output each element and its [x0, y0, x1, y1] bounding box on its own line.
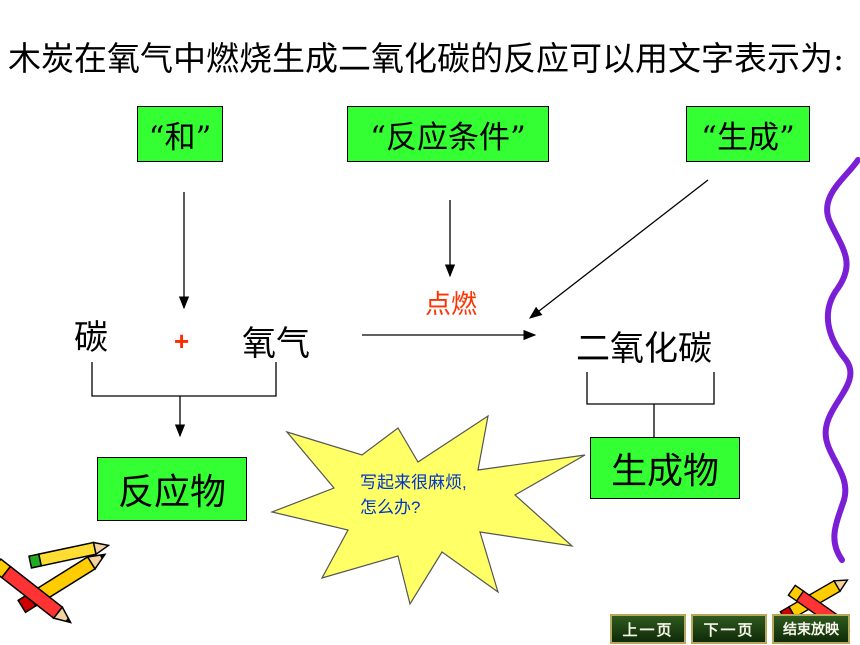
plus-sign: + [174, 326, 190, 356]
bubble-line-1: 写起来很麻烦, [360, 473, 467, 492]
product-carbon-dioxide: 二氧化碳 [576, 329, 712, 369]
starburst-bubble [269, 414, 586, 606]
label-produce-box: “生成” [686, 106, 810, 162]
prev-page-button[interactable]: 上一页 [610, 614, 686, 644]
reactants-label: 反应物 [117, 472, 226, 513]
bubble-text: 写起来很麻烦, 怎么办? [360, 470, 467, 520]
products-box: 生成物 [590, 437, 740, 499]
wavy-line-decoration [822, 157, 860, 563]
reactants-box: 反应物 [97, 457, 247, 521]
reaction-condition: 点燃 [425, 290, 478, 320]
bubble-line-2: 怎么办? [360, 498, 421, 517]
reactant-carbon: 碳 [74, 318, 108, 358]
products-bracket [586, 372, 715, 405]
reactant-oxygen: 氧气 [242, 324, 310, 364]
label-and-text: “和” [148, 119, 212, 156]
page-title: 木炭在氧气中燃烧生成二氧化碳的反应可以用文字表示为: [8, 39, 845, 78]
products-label: 生成物 [610, 451, 719, 492]
label-condition-box: “反应条件” [347, 106, 549, 162]
label-produce-text: “生成” [701, 119, 795, 156]
end-show-button[interactable]: 结束放映 [772, 614, 850, 644]
label-and-box: “和” [137, 106, 223, 162]
pencils-clipart-left [0, 541, 111, 624]
next-page-button[interactable]: 下一页 [691, 614, 767, 644]
label-condition-text: “反应条件” [370, 119, 526, 156]
arrow-produce [528, 179, 709, 319]
reactants-bracket [91, 362, 277, 397]
